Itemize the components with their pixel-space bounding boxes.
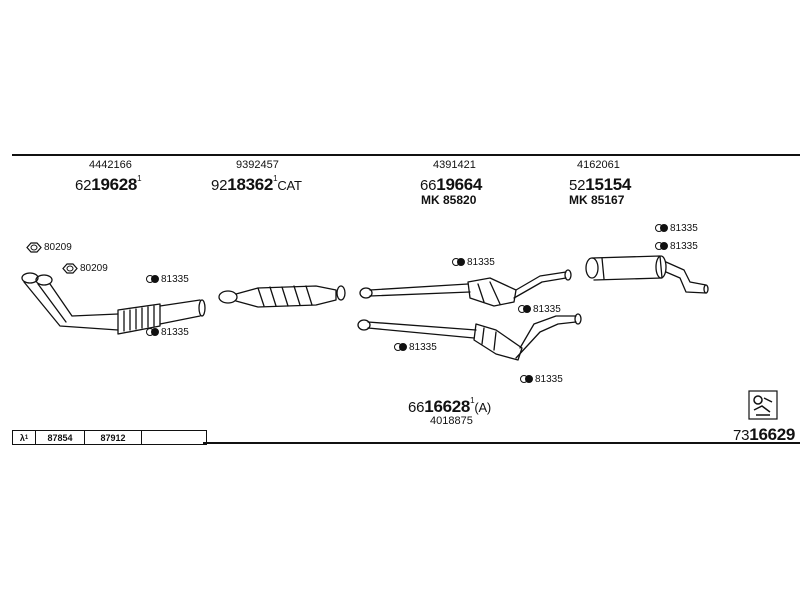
clamp-label-4[interactable]: 81335 bbox=[518, 305, 561, 315]
clamp-icon bbox=[146, 275, 159, 284]
reference-cell bbox=[142, 431, 206, 444]
gasket-icon bbox=[62, 263, 78, 274]
part3-oe-number: 4391421 bbox=[433, 159, 476, 171]
bottom-rule bbox=[203, 442, 800, 444]
clamp-part-number: 81335 bbox=[409, 342, 437, 354]
part5-oe-number: 4018875 bbox=[430, 415, 473, 427]
clamp-part-number: 81335 bbox=[670, 241, 698, 253]
clamp-icon bbox=[518, 305, 531, 314]
gasket-label-1[interactable]: 80209 bbox=[26, 242, 72, 253]
top-rule bbox=[12, 154, 800, 156]
clamp-part-number: 81335 bbox=[161, 274, 189, 286]
clamp-part-number: 81335 bbox=[670, 223, 698, 235]
clamp-label-8[interactable]: 81335 bbox=[655, 242, 698, 252]
gasket-label-2[interactable]: 80209 bbox=[62, 263, 108, 274]
catalytic-converter-drawing[interactable] bbox=[218, 285, 346, 308]
part4-number[interactable]: 5215154 bbox=[569, 175, 632, 194]
diagram-reference-icon bbox=[748, 390, 778, 420]
clamp-label-6[interactable]: 81335 bbox=[520, 375, 563, 385]
clamp-label-5[interactable]: 81335 bbox=[394, 343, 437, 353]
part1-oe-number: 4442166 bbox=[89, 159, 132, 171]
clamp-icon bbox=[655, 224, 668, 233]
intermediate-pipe-drawing[interactable] bbox=[359, 269, 572, 307]
clamp-label-3[interactable]: 81335 bbox=[452, 258, 495, 268]
alternative-pipe-drawing[interactable] bbox=[357, 313, 582, 361]
part4-oe-number: 4162061 bbox=[577, 159, 620, 171]
reference-cell[interactable]: 87912 bbox=[85, 431, 142, 444]
gasket-part-number: 80209 bbox=[44, 242, 72, 254]
part3-mk-number: MK 85820 bbox=[421, 193, 477, 207]
front-pipe-drawing[interactable] bbox=[21, 272, 206, 335]
clamp-part-number: 81335 bbox=[161, 327, 189, 339]
clamp-part-number: 81335 bbox=[533, 304, 561, 316]
part5-number[interactable]: 66166281(A) bbox=[408, 396, 492, 416]
part3-number[interactable]: 6619664 bbox=[420, 175, 483, 194]
diagram-number: 7316629 bbox=[733, 425, 796, 444]
reference-cell[interactable]: 87854 bbox=[36, 431, 85, 444]
clamp-part-number: 81335 bbox=[467, 257, 495, 269]
gasket-icon bbox=[26, 242, 42, 253]
rear-silencer-drawing[interactable] bbox=[585, 255, 709, 294]
clamp-icon bbox=[394, 343, 407, 352]
clamp-label-1[interactable]: 81335 bbox=[146, 275, 189, 285]
clamp-icon bbox=[452, 258, 465, 267]
part4-mk-number: MK 85167 bbox=[569, 193, 625, 207]
clamp-label-7[interactable]: 81335 bbox=[655, 224, 698, 234]
part2-oe-number: 9392457 bbox=[236, 159, 279, 171]
clamp-icon bbox=[520, 375, 533, 384]
clamp-part-number: 81335 bbox=[535, 374, 563, 386]
part2-number[interactable]: 92183621CAT bbox=[211, 174, 302, 194]
part1-number[interactable]: 62196281 bbox=[75, 174, 142, 194]
clamp-icon bbox=[655, 242, 668, 251]
gasket-part-number: 80209 bbox=[80, 263, 108, 275]
